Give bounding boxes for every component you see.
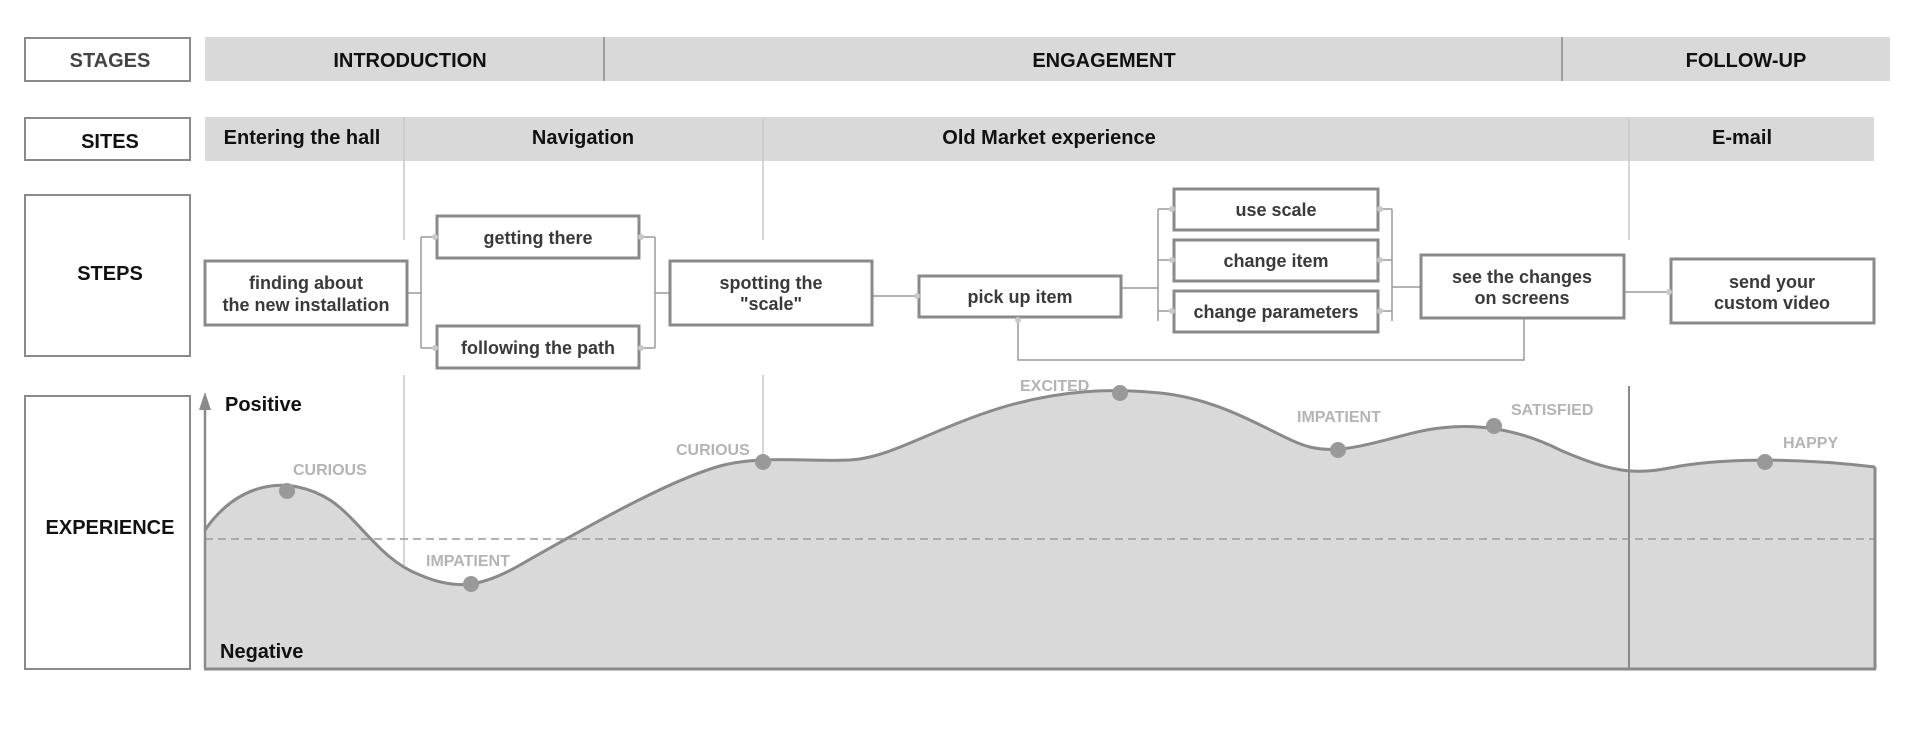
connector-dot <box>1015 317 1021 323</box>
emotion-dot-curious <box>279 483 295 499</box>
emotion-dot-excited <box>1112 385 1128 401</box>
sites-label: SITES <box>81 131 139 153</box>
stages-band <box>205 37 1890 81</box>
step-send-video-line1: send your <box>1729 272 1815 292</box>
stages-label-box <box>24 37 191 82</box>
site-old-market: Old Market experience <box>942 127 1155 149</box>
connector-dot <box>1666 289 1672 295</box>
step-spotting-line2: "scale" <box>740 294 802 314</box>
connector <box>639 236 670 349</box>
emotion-dot-happy <box>1757 454 1773 470</box>
emotion-label-excited: EXCITED <box>1020 378 1089 395</box>
site-navigation: Navigation <box>532 127 634 149</box>
emotion-label-impatient: IMPATIENT <box>426 553 510 570</box>
steps-label: STEPS <box>77 263 143 285</box>
experience-label-box <box>24 395 191 670</box>
site-entering-hall: Entering the hall <box>224 127 381 149</box>
step-box-use-scale <box>1172 187 1380 232</box>
stages-label: STAGES <box>70 50 151 72</box>
sites-band <box>205 117 1874 161</box>
experience-label: EXPERIENCE <box>46 517 175 539</box>
step-send-video-line2: custom video <box>1714 293 1830 313</box>
emotion-label-impatient: IMPATIENT <box>1297 409 1381 426</box>
connector-dot <box>1377 308 1383 314</box>
emotion-label-happy: HAPPY <box>1783 435 1838 452</box>
step-change-parameters: change parameters <box>1193 302 1358 322</box>
steps-label-box <box>24 194 191 357</box>
connector-dot <box>1377 206 1383 212</box>
stages-row: STAGES INTRODUCTION ENGAGEMENT FOLLOW-UP <box>24 37 1890 82</box>
emotion-markers <box>279 385 1773 592</box>
y-axis-arrow <box>199 392 211 410</box>
emotion-label-curious: CURIOUS <box>676 442 750 459</box>
negative-label: Negative <box>220 641 303 663</box>
step-use-scale: use scale <box>1235 200 1316 220</box>
sites-label-box <box>24 117 191 161</box>
connector-dot <box>914 293 920 299</box>
site-email: E-mail <box>1712 127 1772 149</box>
step-box-spotting <box>668 259 874 327</box>
step-see-changes-line1: see the changes <box>1452 267 1592 287</box>
connector-dot <box>1169 206 1175 212</box>
positive-label: Positive <box>225 394 302 416</box>
connector-dot <box>432 234 438 240</box>
emotion-dot-impatient <box>1330 442 1346 458</box>
connector-dot <box>1377 257 1383 263</box>
connector <box>1378 208 1421 321</box>
step-following-path: following the path <box>461 338 615 358</box>
sites-row: SITES Entering the hall Navigation Old M… <box>24 117 1874 161</box>
connector-dot <box>432 345 438 351</box>
experience-row: EXPERIENCE Positive Negative CURIOUS IMP… <box>24 378 1877 671</box>
step-box-finding <box>203 259 409 327</box>
connector <box>407 236 437 349</box>
step-box-see-changes <box>1419 253 1626 320</box>
connector <box>1017 318 1525 361</box>
connector-dot <box>638 345 644 351</box>
step-finding-line1: finding about <box>249 273 363 293</box>
step-connectors <box>407 208 1671 361</box>
stage-engagement: ENGAGEMENT <box>1032 50 1175 72</box>
emotion-dot-impatient <box>463 576 479 592</box>
experience-area <box>205 390 1875 669</box>
connector-dots <box>432 206 1672 351</box>
connector-dot <box>1169 257 1175 263</box>
emotion-dot-satisfied <box>1486 418 1502 434</box>
step-pick-up: pick up item <box>967 287 1072 307</box>
step-box-send-video <box>1669 257 1876 325</box>
step-box-getting-there <box>435 214 641 260</box>
stage-follow-up: FOLLOW-UP <box>1686 50 1807 72</box>
connector-dot <box>638 234 644 240</box>
step-see-changes-line2: on screens <box>1474 288 1569 308</box>
experience-curve <box>203 389 1876 587</box>
step-spotting-line1: spotting the <box>720 273 823 293</box>
steps-row: STEPS finding about the new installation… <box>24 187 1876 370</box>
connector <box>1121 208 1174 321</box>
emotion-dot-curious <box>755 454 771 470</box>
connector-dot <box>1169 308 1175 314</box>
step-getting-there: getting there <box>483 228 592 248</box>
emotion-labels: CURIOUS IMPATIENT CURIOUS EXCITED IMPATI… <box>293 378 1838 570</box>
step-change-item: change item <box>1223 251 1328 271</box>
emotion-label-curious: CURIOUS <box>293 462 367 479</box>
emotion-label-satisfied: SATISFIED <box>1511 402 1593 419</box>
step-finding-line2: the new installation <box>222 295 389 315</box>
stage-introduction: INTRODUCTION <box>333 50 486 72</box>
